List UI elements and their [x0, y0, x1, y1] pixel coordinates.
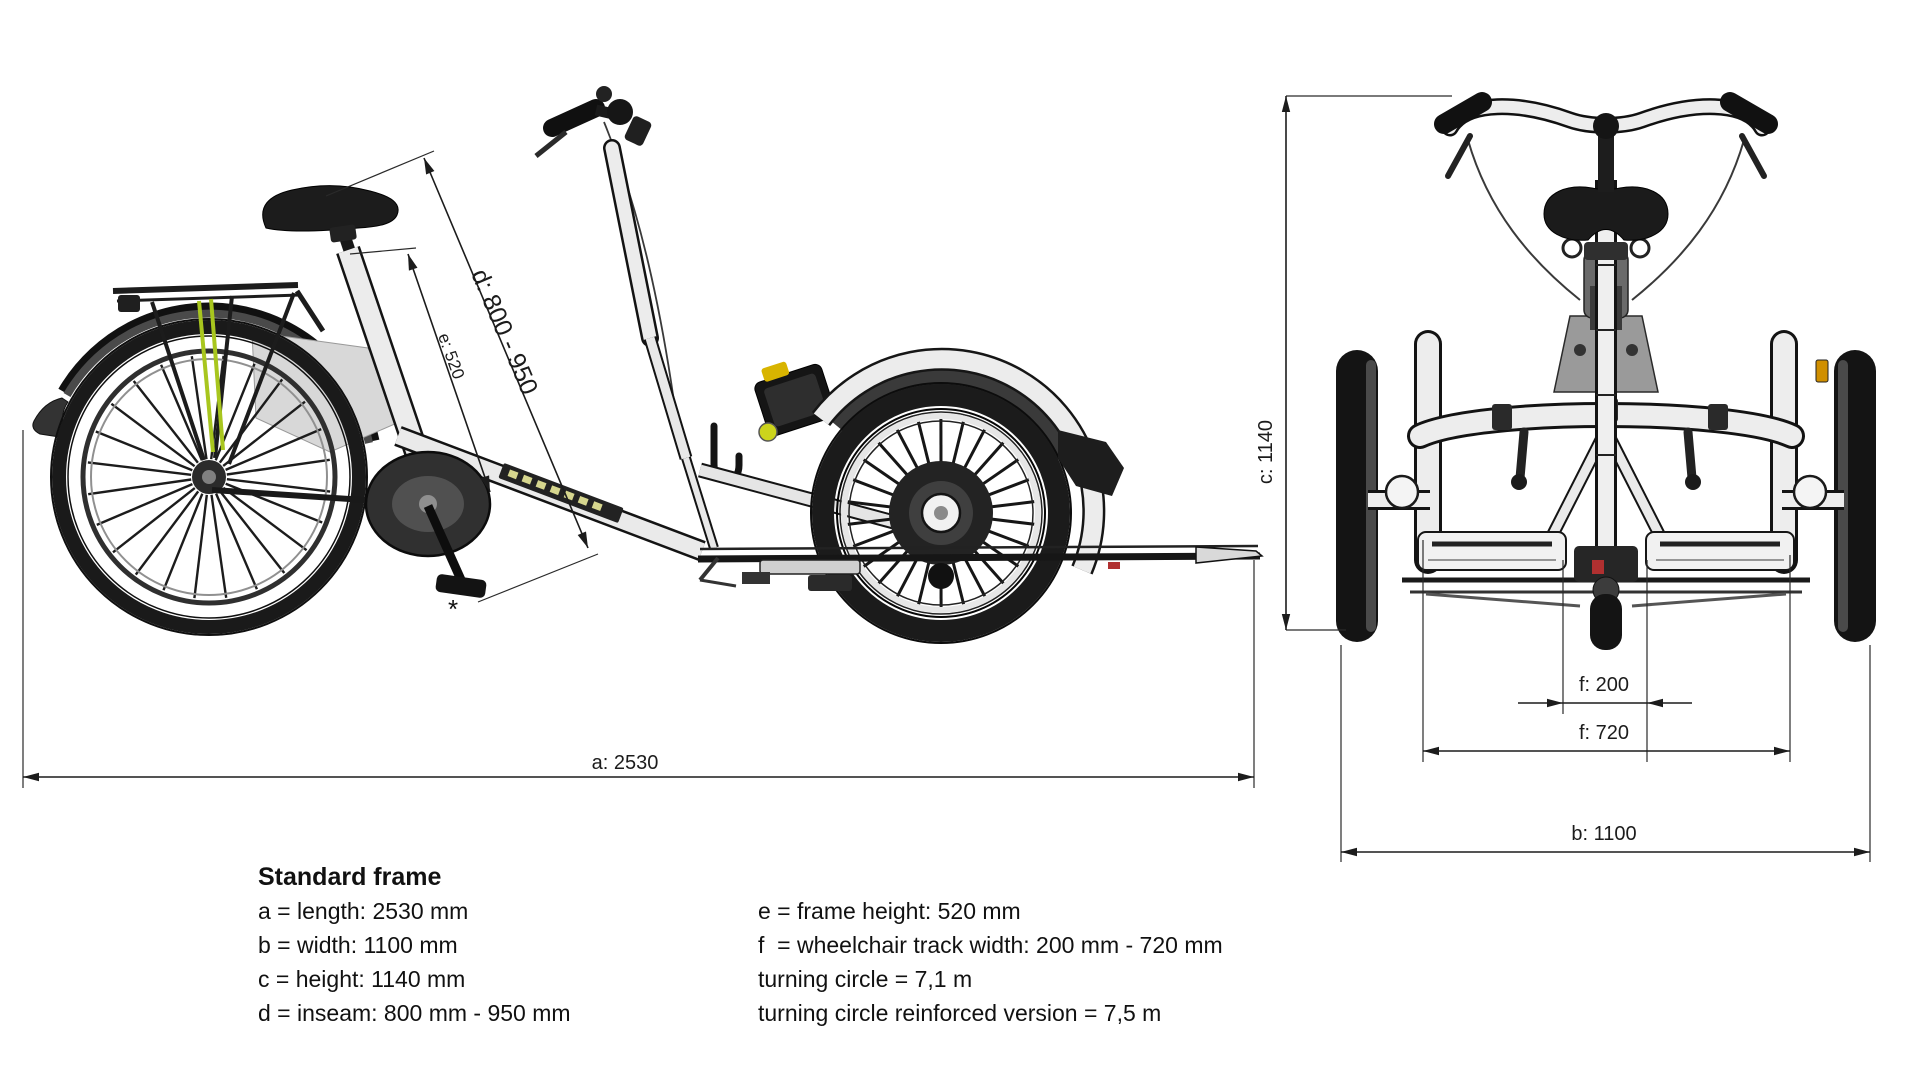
spec-line-turning-circle: turning circle = 7,1 m: [758, 966, 973, 992]
rear-rack-icon: [112, 282, 326, 465]
dim-c-label: c: 1140: [1255, 420, 1277, 484]
spec-sheet-right: e = frame height: 520 mm f = wheelchair …: [758, 894, 1223, 1030]
spec-line-turning-circle-reinforced: turning circle reinforced version = 7,5 …: [758, 1000, 1162, 1026]
dimension-a: a: 2530: [22, 430, 1255, 788]
handlebar-icon: [534, 86, 652, 158]
dimension-f-outer: f: 720: [1422, 540, 1791, 762]
dim-b-label: b: 1100: [1571, 823, 1636, 845]
dimension-f-inner: f: 200: [1518, 560, 1692, 762]
spec-line-b: b = width: 1100 mm: [258, 932, 458, 958]
dim-f-outer-label: f: 720: [1579, 722, 1629, 744]
dim-f-inner-label: f: 200: [1579, 674, 1629, 696]
center-wheel-icon: [1590, 594, 1622, 650]
spec-line-a: a = length: 2530 mm: [258, 898, 469, 924]
steering-column: [603, 121, 719, 550]
right-suspension-post: [1770, 330, 1844, 574]
rear-wheel-spokes: [87, 355, 331, 599]
spec-title: Standard frame: [258, 863, 442, 891]
side-view: *: [22, 86, 1264, 788]
handlebar-front-icon: [1434, 92, 1778, 301]
left-suspension-post: [1368, 330, 1442, 574]
dimension-c: c: 1140: [1255, 95, 1452, 631]
platform-ramp: [697, 544, 1264, 591]
front-view: c: 1140 f: 200 f: 720 b: 1100: [1255, 92, 1876, 862]
frame-decal: [498, 463, 624, 523]
battery-box-icon: [754, 361, 836, 442]
spec-sheet-left: Standard frame a = length: 2530 mm b = w…: [258, 860, 571, 1030]
saddle-front-icon: [1543, 186, 1669, 260]
saddle-icon: [262, 185, 399, 243]
spec-line-c: c = height: 1140 mm: [258, 966, 466, 992]
dimension-b: b: 1100: [1340, 645, 1871, 862]
spec-line-e: e = frame height: 520 mm: [758, 898, 1021, 924]
dim-e-label: e: 520: [434, 331, 468, 382]
platform-wheel-icon: [698, 347, 1124, 644]
pedal-footnote-marker: *: [448, 594, 458, 624]
spec-line-d: d = inseam: 800 mm - 950 mm: [258, 1000, 571, 1026]
chain-guard-icon: *: [364, 450, 492, 624]
dim-a-label: a: 2530: [592, 752, 659, 774]
spec-line-f: f = wheelchair track width: 200 mm - 720…: [758, 932, 1223, 958]
dim-d-label: d: 800 - 950: [465, 265, 543, 399]
rear-wheel-icon: [50, 318, 405, 636]
